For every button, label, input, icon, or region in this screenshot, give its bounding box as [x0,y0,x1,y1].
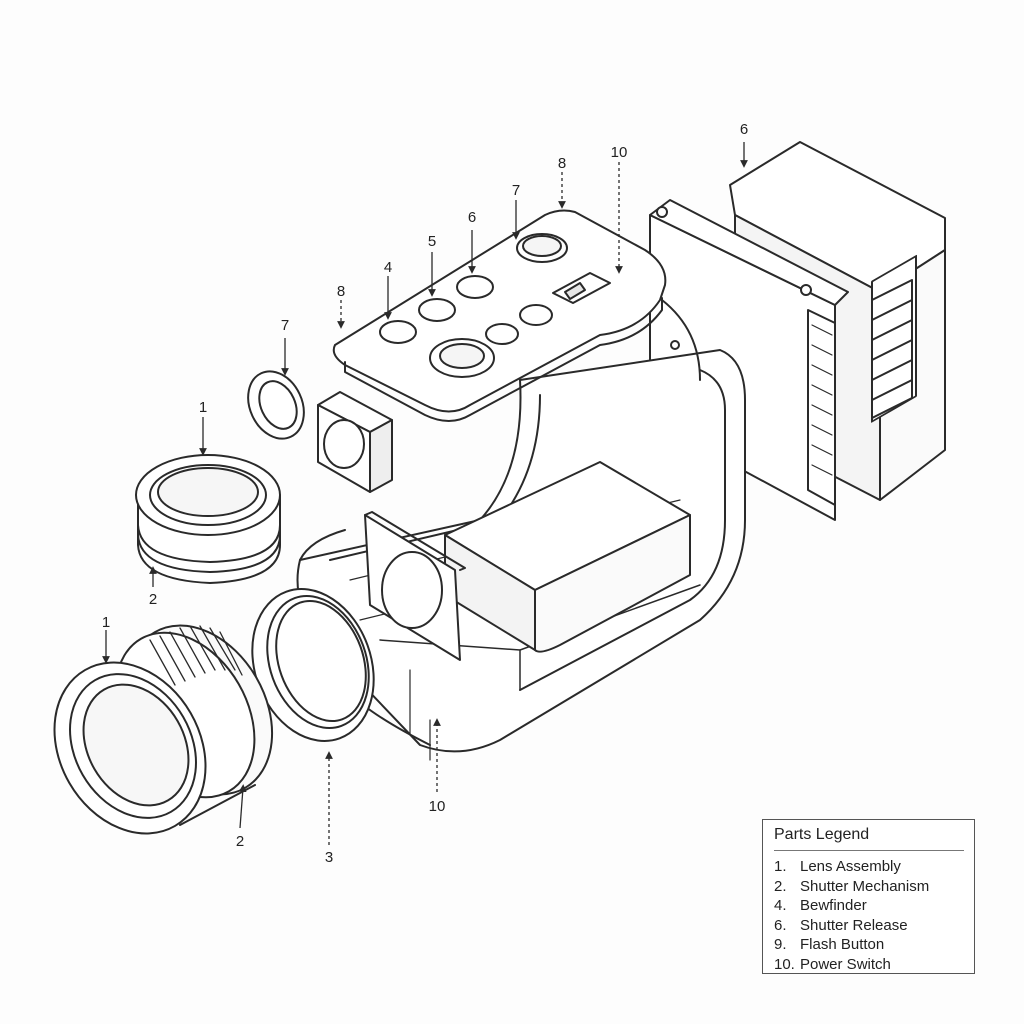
legend-item: 4. Bewfinder [774,896,964,916]
main-lens [53,624,274,835]
callout-label: 7 [512,182,520,199]
adapter-ring [251,588,375,742]
top-control-plate [332,209,701,422]
legend-item: 6. Shutter Release [774,916,964,936]
legend-item-number: 9. [774,936,787,953]
shutter-frame [364,511,466,661]
callout-label: 1 [102,614,110,631]
callout-label: 1 [199,399,207,416]
legend-item-number: 6. [774,916,787,934]
callout-label: 2 [236,833,244,850]
legend-item: 2. Shutter Mechanism [774,877,964,897]
callout-label: 5 [428,233,436,250]
legend-item-label: Flash Button [800,936,885,953]
parts-legend: Parts Legend 1. Lens Assembly 2. Shutter M… [762,819,975,974]
legend-item-label: Lens Assembly [800,858,901,875]
callout-label: 4 [384,259,392,276]
callout-label: 3 [325,849,333,866]
legend-item-number: 1. [774,858,787,875]
callout-label: 7 [281,317,289,334]
callout-label: 8 [337,283,345,300]
callout-label: 10 [611,144,628,161]
legend-item-label: Power Switch [800,955,891,973]
legend-item: 9. Flash Button [774,935,964,955]
legend-item-number: 2. [774,877,787,895]
callout-label: 6 [740,121,748,138]
callout-label: 6 [468,209,476,226]
legend-item-label: Shutter Mechanism [800,877,930,895]
legend-title: Parts Legend [774,826,964,851]
legend-item: 10. Power Switch [774,955,964,975]
callout-label: 8 [558,155,566,172]
callout-label: 10 [429,798,446,815]
legend-item: 1. Lens Assembly [774,857,964,877]
legend-item-label: Shutter Release [800,916,908,934]
callout-label: 2 [149,591,157,608]
shutter-mount [317,391,393,493]
legend-item-label: Bewfinder [800,897,867,914]
legend-list: 1. Lens Assembly 2. Shutter Mechanism 4. Be… [774,857,964,974]
small-ring [247,370,305,440]
upper-lens-ring [135,454,281,584]
battery-block [444,461,691,653]
legend-item-number: 4. [774,897,787,914]
legend-item-number: 10. [774,955,795,973]
